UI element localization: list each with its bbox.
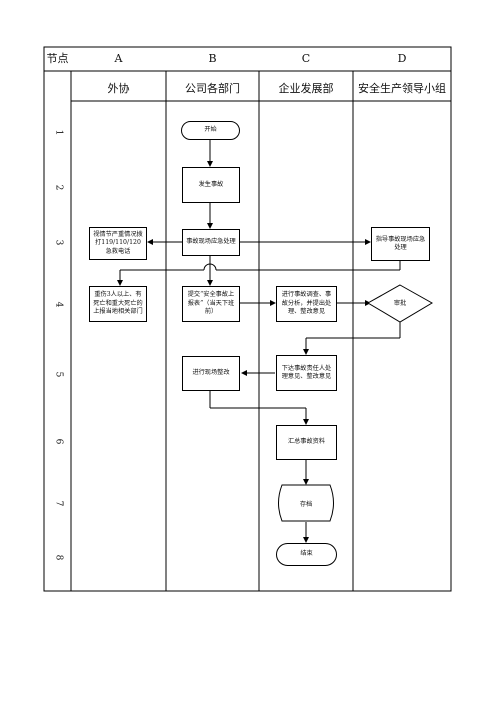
lane-label-d: 安全生产领导小组 (358, 82, 446, 95)
report-authority-box: 重伤3人以上、有死亡和重大死亡的上报当地相关部门 (89, 286, 147, 322)
submit-report-box: 提交“安全事故上报表”（当天下班前） (182, 286, 240, 322)
step-number-7: 7 (53, 500, 64, 507)
archive-shape (278, 484, 334, 522)
header-col-d: D (397, 52, 407, 65)
header-col-a: A (114, 52, 123, 65)
end-node: 结束 (276, 543, 337, 566)
guide-emergency-box: 指导事故现场应急处理 (371, 227, 430, 261)
step-number-8: 8 (53, 554, 64, 561)
approval-label: 审批 (393, 300, 407, 307)
call-emergency-box: 视情节严重情况拨打119/110/120急救电话 (89, 227, 147, 260)
lane-label-c: 企业发展部 (278, 82, 334, 95)
header-col-b: B (208, 52, 217, 65)
step-number-3: 3 (53, 239, 64, 246)
archive-label: 存档 (299, 501, 313, 508)
lane-label-a: 外协 (107, 82, 130, 95)
accident-occurs-box: 发生事故 (182, 167, 240, 203)
step-number-6: 6 (53, 438, 64, 445)
step-number-1: 1 (53, 129, 64, 136)
lane-label-b: 公司各部门 (185, 82, 240, 95)
step-number-5: 5 (53, 371, 64, 378)
emergency-handling-box: 事故现场应急处理 (182, 229, 240, 256)
header-col-c: C (301, 52, 311, 65)
issue-handling-box: 下达事故责任人处理意见、整改意见 (276, 355, 337, 391)
table-frame (43, 46, 452, 592)
step-number-4: 4 (53, 301, 64, 308)
step-number-2: 2 (53, 184, 64, 191)
rectification-box: 进行现场整改 (182, 356, 240, 391)
summarize-box: 汇总事故资料 (276, 425, 337, 460)
start-node: 开始 (181, 121, 240, 140)
investigation-box: 进行事故调查、事故分析，并提出处理、整改意见 (276, 286, 337, 322)
approval-diamond (367, 284, 433, 323)
header-node-label: 节点 (46, 52, 69, 65)
